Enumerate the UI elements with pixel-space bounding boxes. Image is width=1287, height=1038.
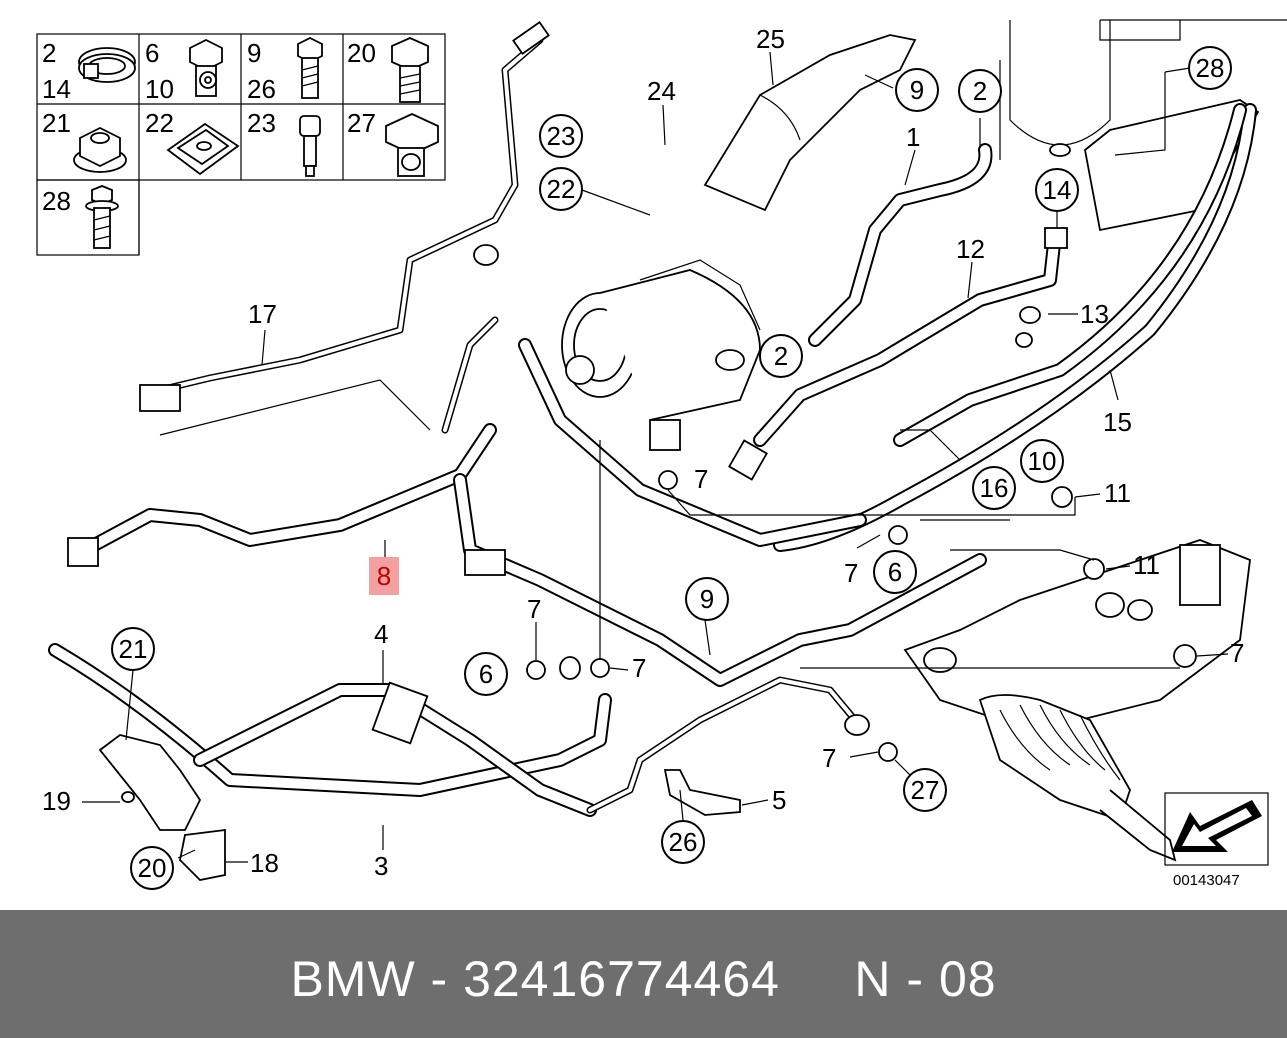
callout-label: 7: [632, 653, 646, 683]
thumb-label: 9: [247, 38, 261, 68]
hoses: [48, 21, 1257, 817]
thumb-label: 23: [247, 108, 276, 138]
clip-nut-icon: [166, 122, 240, 176]
washers: [526, 306, 1197, 762]
brackets: [98, 734, 741, 881]
parts-diagram: 2 14 6 10 9 26 20: [36, 19, 1287, 890]
callout-label: 22: [547, 174, 576, 204]
callout-label: 11: [1104, 478, 1131, 508]
callout-label: 7: [527, 594, 541, 624]
bracket-plate: [1084, 99, 1260, 232]
heat-shield: [703, 34, 917, 212]
steering-pump: [473, 244, 761, 451]
callout-label: 18: [250, 848, 279, 878]
callout-label: 26: [669, 827, 698, 857]
callout-label: 6: [479, 659, 493, 689]
callout-label: 9: [700, 584, 714, 614]
hose-clamp-icon: [78, 47, 136, 83]
reservoir: [999, 19, 1287, 160]
callout-label: 28: [1196, 53, 1225, 83]
thumb-label: 14: [42, 74, 71, 104]
callout-label: 20: [138, 853, 167, 883]
plain-callouts: 25 24 1 12 13 17 15 11 7 7 11 7 7 7 4 3 …: [42, 24, 1244, 881]
callout-label: 17: [248, 299, 277, 329]
thumb-label: 28: [42, 186, 71, 216]
callout-label: 16: [980, 473, 1009, 503]
callout-label: 10: [1028, 446, 1057, 476]
callout-label: 23: [547, 121, 576, 151]
callout-label: 7: [694, 464, 708, 494]
callout-label: 5: [772, 785, 786, 815]
thumb-label: 2: [42, 38, 56, 68]
footer-bar: BMW - 32416774464 N - 08: [0, 910, 1287, 1038]
thumb-label: 21: [42, 108, 71, 138]
highlighted-callout: 8: [369, 557, 399, 595]
bolt-icon: [297, 36, 323, 99]
callout-label: 6: [888, 557, 902, 587]
callout-label: 2: [973, 76, 987, 106]
callout-label: 13: [1080, 299, 1109, 329]
callout-label: 7: [1230, 638, 1244, 668]
circled-callouts: 23 22 9 2 28 14 2 10 16 6 9 21 6 26 27 2…: [111, 46, 1232, 890]
callout-label-highlight: 8: [377, 561, 391, 591]
banjo-bolt-icon: [189, 38, 223, 97]
callout-label: 3: [374, 851, 388, 881]
thumb-label: 22: [145, 108, 174, 138]
callout-label: 1: [906, 122, 920, 152]
callout-label: 11: [1133, 550, 1160, 580]
thumb-label: 27: [347, 108, 376, 138]
footer-part-number: BMW - 32416774464 N - 08: [290, 951, 997, 1007]
thumb-label: 20: [347, 38, 376, 68]
direction-arrow-icon: [1164, 792, 1269, 866]
callout-label: 12: [956, 234, 985, 264]
callout-label: 15: [1103, 407, 1132, 437]
callout-label: 7: [822, 743, 836, 773]
callout-label: 7: [844, 558, 858, 588]
callout-label: 9: [910, 75, 924, 105]
thumb-label: 6: [145, 38, 159, 68]
pin-icon: [299, 115, 321, 177]
callout-label: 14: [1043, 175, 1072, 205]
callout-label: 2: [774, 341, 788, 371]
thumbnail-table: 2 14 6 10 9 26 20: [36, 33, 446, 256]
steering-gear: [903, 539, 1251, 862]
callout-label: 21: [119, 634, 148, 664]
callout-label: 25: [756, 24, 785, 54]
flange-nut-icon: [73, 126, 127, 173]
banjo-bolt-large-icon: [385, 113, 439, 177]
callout-label: 19: [42, 786, 71, 816]
thumb-label: 26: [247, 74, 276, 104]
leader-lines: [82, 51, 1229, 863]
callout-label: 24: [647, 76, 676, 106]
callout-label: 4: [374, 619, 388, 649]
diagram-id: 00143047: [1173, 872, 1240, 889]
callout-label: 27: [911, 775, 940, 805]
thumb-label: 10: [145, 74, 174, 104]
flange-bolt-icon: [85, 185, 119, 249]
large-bolt-icon: [391, 37, 429, 103]
